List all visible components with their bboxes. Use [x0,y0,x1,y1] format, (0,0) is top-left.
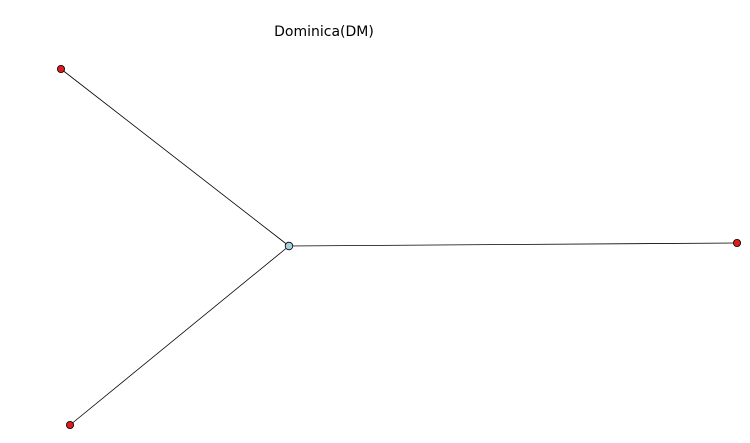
nodes-layer [57,65,742,429]
node-leaf-bottom-left [66,420,75,429]
node-hub [284,241,294,251]
edge-hub-leaf-bottom-left [69,245,290,426]
node-leaf-right [733,238,742,247]
edge-hub-leaf-top-left [60,68,290,247]
edge-hub-leaf-right [288,242,738,247]
diagram-title: Dominica(DM) [274,24,374,40]
node-leaf-top-left [57,65,66,74]
edges-layer [60,68,738,426]
